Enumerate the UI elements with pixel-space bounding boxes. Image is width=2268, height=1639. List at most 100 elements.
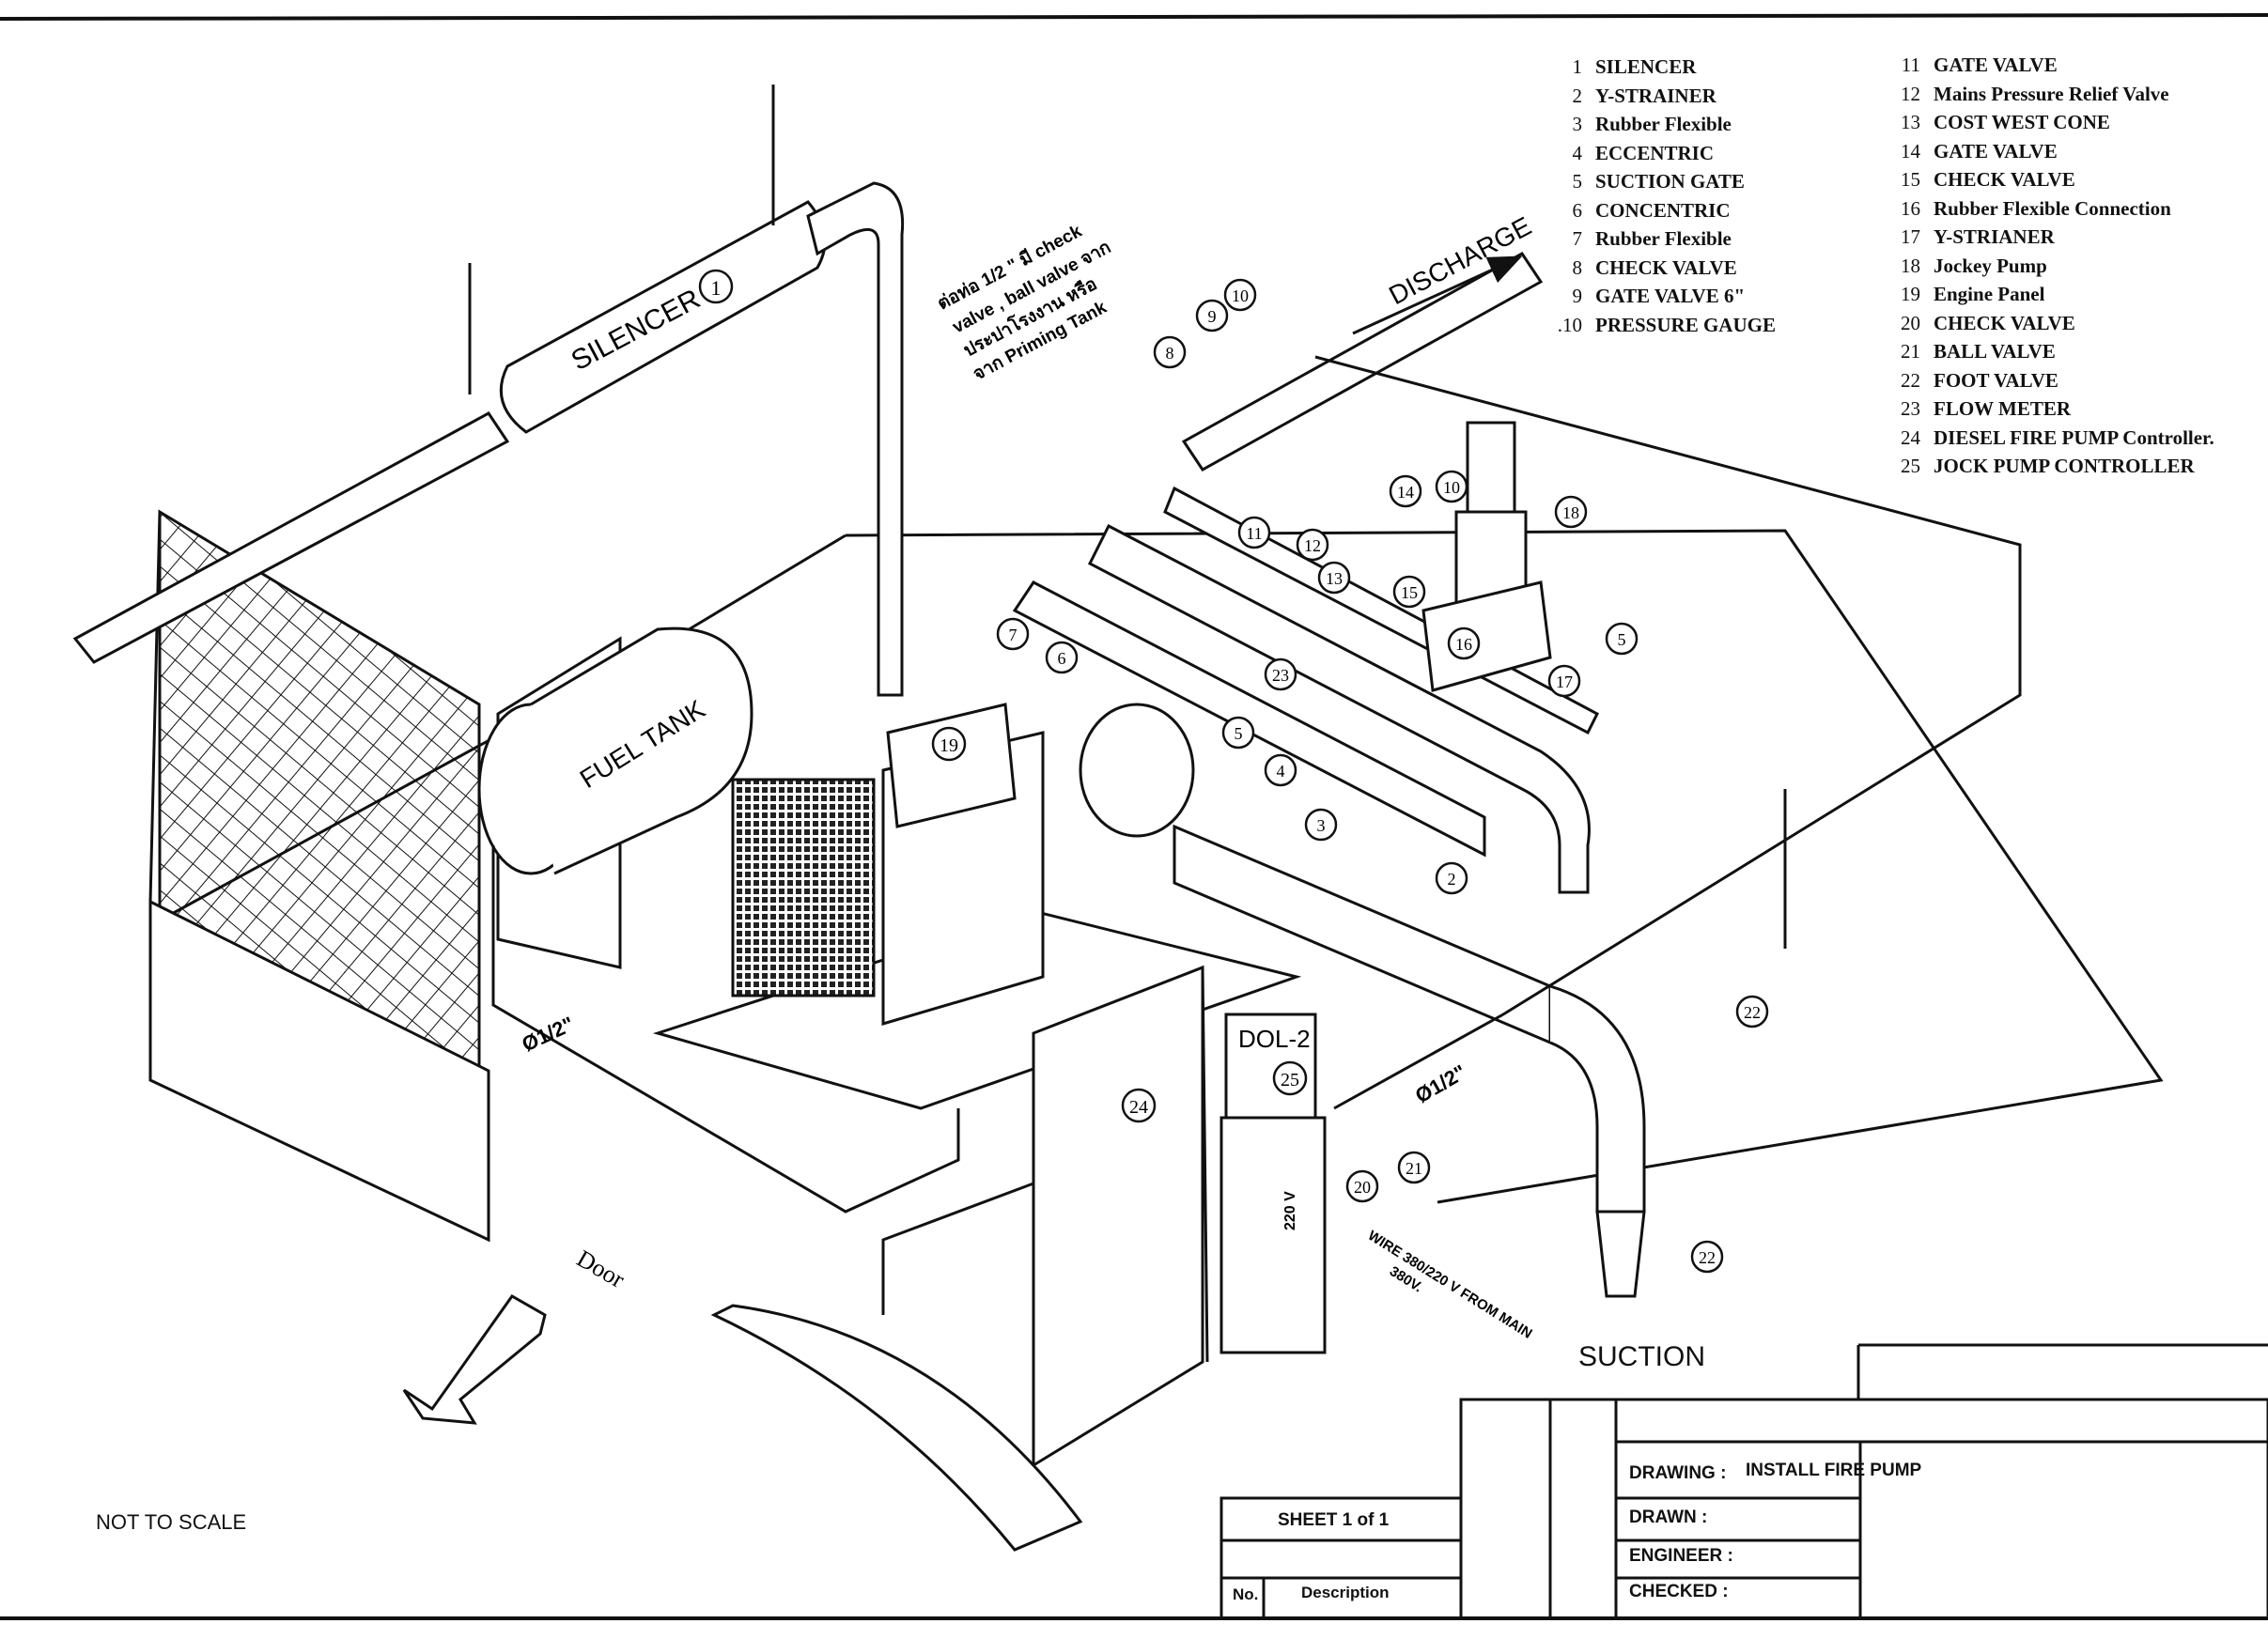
drawing-value: INSTALL FIRE PUMP bbox=[1746, 1461, 1922, 1480]
drawing-label: DRAWING : bbox=[1629, 1463, 1727, 1483]
svg-text:20: 20 bbox=[1354, 1178, 1371, 1197]
engineer-label: ENGINEER : bbox=[1629, 1546, 1733, 1566]
svg-text:4: 4 bbox=[1277, 762, 1285, 781]
legend-label: FOOT VALVE bbox=[1934, 368, 2058, 392]
sheet-label: SHEET 1 of 1 bbox=[1278, 1510, 1390, 1530]
svg-text:10: 10 bbox=[1443, 478, 1460, 497]
legend-number: 23 bbox=[1901, 397, 1920, 420]
legend-item: 18 Jockey Pump bbox=[1888, 252, 2214, 281]
svg-text:1: 1 bbox=[711, 276, 722, 300]
legend-number: 3 bbox=[1572, 113, 1583, 135]
legend-number: .10 bbox=[1557, 313, 1582, 336]
legend-number: 11 bbox=[1901, 54, 1920, 76]
legend-label: FLOW METER bbox=[1934, 397, 2072, 420]
svg-text:11: 11 bbox=[1246, 524, 1262, 543]
svg-text:14: 14 bbox=[1397, 483, 1414, 502]
legend-number: 2 bbox=[1572, 84, 1583, 107]
legend-label: Engine Panel bbox=[1934, 283, 2045, 305]
svg-text:16: 16 bbox=[1455, 635, 1472, 654]
legend-number: 12 bbox=[1901, 82, 1920, 105]
silencer-assembly bbox=[72, 85, 905, 697]
legend-label: Rubber Flexible bbox=[1595, 113, 1732, 135]
title-block bbox=[1219, 1343, 2268, 1620]
small-pipes bbox=[491, 355, 2022, 1315]
legend-number: 20 bbox=[1901, 311, 1920, 334]
svg-text:3: 3 bbox=[1317, 816, 1326, 835]
legend-number: 14 bbox=[1901, 139, 1920, 162]
legend-number: 6 bbox=[1572, 198, 1583, 222]
legend-number: 9 bbox=[1572, 285, 1583, 307]
svg-text:12: 12 bbox=[1304, 536, 1321, 555]
legend-label: CHECK VALVE bbox=[1934, 168, 2075, 191]
legend-label: Jockey Pump bbox=[1934, 254, 2047, 277]
callout-1 bbox=[698, 269, 734, 304]
svg-text:15: 15 bbox=[1401, 583, 1418, 602]
legend-number: 19 bbox=[1901, 283, 1920, 305]
svg-text:7: 7 bbox=[1009, 626, 1017, 644]
legend-number: 21 bbox=[1901, 340, 1920, 363]
svg-text:6: 6 bbox=[1058, 649, 1066, 668]
callouts bbox=[996, 278, 1769, 1274]
svg-text:22: 22 bbox=[1744, 1003, 1761, 1022]
legend-label: GATE VALVE bbox=[1934, 139, 2058, 162]
drawn-label: DRAWN : bbox=[1629, 1508, 1708, 1527]
legend-label: SUCTION GATE bbox=[1595, 170, 1745, 193]
wire-note: WIRE 380/220 V FROM MAIN 380V. bbox=[1365, 1228, 1535, 1342]
legend-label: CHECK VALVE bbox=[1934, 311, 2075, 334]
legend-item: 19 Engine Panel bbox=[1888, 280, 2214, 309]
legend-label: GATE VALVE 6" bbox=[1595, 285, 1746, 307]
legend-item: 6 CONCENTRIC bbox=[1550, 196, 1776, 225]
legend-label: PRESSURE GAUGE bbox=[1595, 313, 1776, 336]
svg-text:8: 8 bbox=[1166, 344, 1174, 363]
legend-item: .10 PRESSURE GAUGE bbox=[1550, 311, 1776, 340]
legend-number: 4 bbox=[1572, 141, 1583, 164]
svg-text:19: 19 bbox=[940, 735, 958, 756]
jockey-pump bbox=[1421, 421, 1552, 692]
fuel-tank bbox=[477, 626, 753, 969]
legend-item: 25 JOCK PUMP CONTROLLER bbox=[1888, 452, 2214, 481]
legend-number: 25 bbox=[1901, 455, 1920, 477]
legend-number: 7 bbox=[1572, 227, 1583, 250]
door-arrow bbox=[402, 1294, 547, 1425]
pipe-size-label-2: Ø1/2" bbox=[1411, 1060, 1470, 1108]
legend-number: 15 bbox=[1901, 168, 1920, 191]
legend-item: 15 CHECK VALVE bbox=[1888, 165, 2214, 194]
callout-19 bbox=[931, 726, 967, 762]
svg-text:5: 5 bbox=[1235, 724, 1243, 743]
not-to-scale-label: NOT TO SCALE bbox=[96, 1510, 247, 1534]
diesel-fire-pump-controller bbox=[1032, 965, 1209, 1468]
legend-label: JOCK PUMP CONTROLLER bbox=[1934, 455, 2195, 477]
svg-text:WIRE 380/220 V FROM MAIN: WIRE 380/220 V FROM MAIN bbox=[1365, 1228, 1535, 1342]
door-swing bbox=[710, 1304, 1083, 1552]
checked-label: CHECKED : bbox=[1629, 1582, 1729, 1601]
svg-text:10: 10 bbox=[1232, 286, 1249, 305]
legend-number: 22 bbox=[1901, 368, 1920, 392]
svg-text:21: 21 bbox=[1406, 1159, 1422, 1178]
svg-text:9: 9 bbox=[1208, 307, 1217, 326]
legend-number: 17 bbox=[1901, 225, 1920, 248]
svg-text:2: 2 bbox=[1448, 870, 1456, 889]
legend-label: CHECK VALVE bbox=[1595, 255, 1737, 279]
voltage-label: 220 V bbox=[1282, 1191, 1298, 1230]
legend-item: 14 GATE VALVE bbox=[1888, 137, 2214, 166]
discharge-arrow bbox=[1352, 255, 1523, 335]
legend-number: 18 bbox=[1901, 254, 1920, 277]
callout-24 bbox=[1121, 1088, 1157, 1123]
svg-text:22: 22 bbox=[1699, 1248, 1716, 1267]
legend-item: 22 FOOT VALVE bbox=[1888, 366, 2214, 395]
diesel-engine bbox=[652, 703, 1302, 1110]
legend-label: CONCENTRIC bbox=[1595, 198, 1731, 222]
